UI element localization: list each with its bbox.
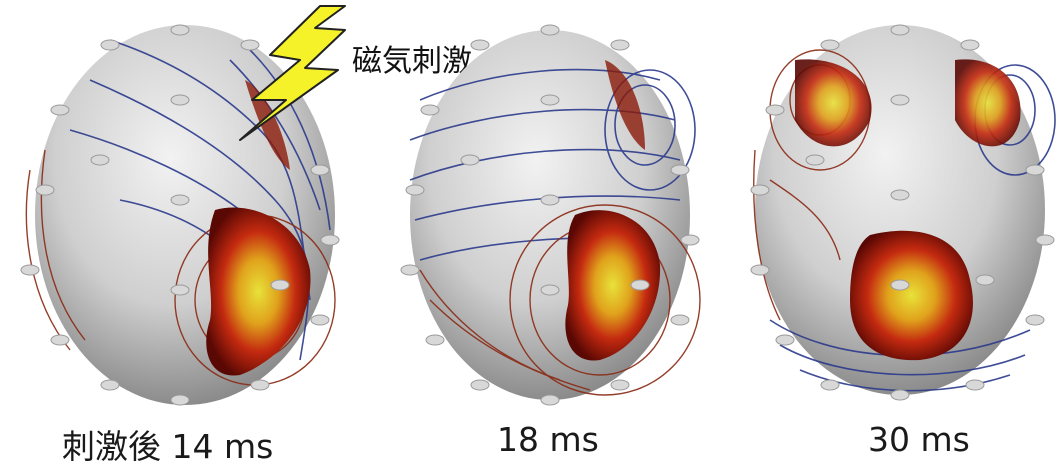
head-map-14ms <box>0 0 360 410</box>
caption-18ms: 18 ms <box>497 420 599 459</box>
head-map-30ms <box>740 0 1060 410</box>
activation-area <box>850 231 973 360</box>
caption-14ms: 刺激後 14 ms <box>62 420 273 468</box>
caption-30ms: 30 ms <box>868 420 970 459</box>
head-map-18ms <box>390 0 710 410</box>
